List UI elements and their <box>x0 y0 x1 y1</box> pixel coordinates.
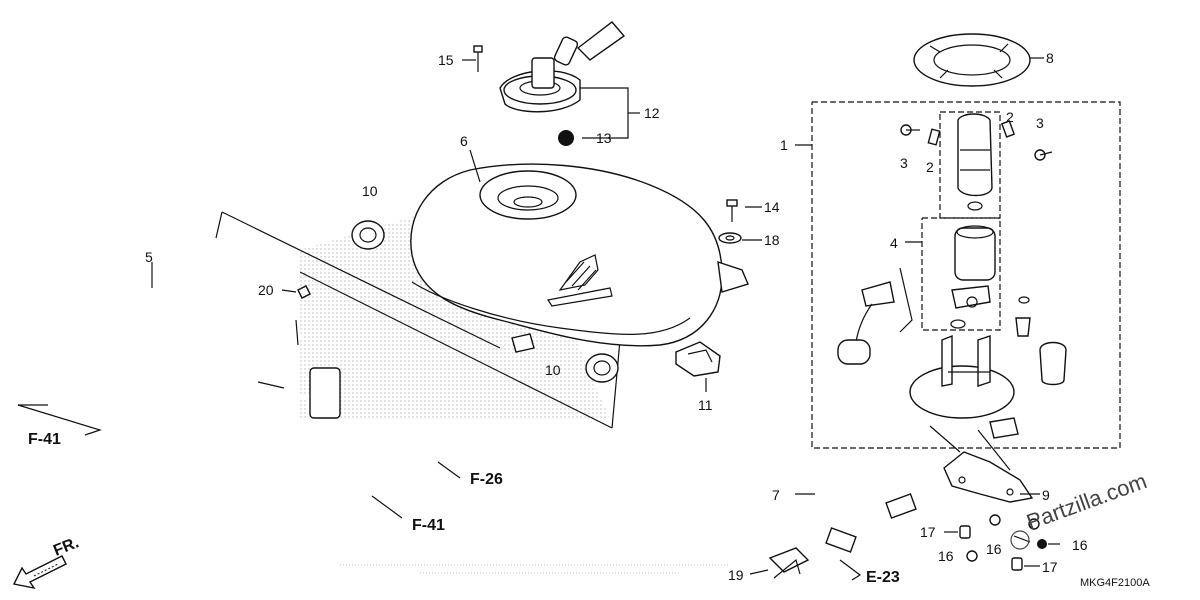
callout-3b: 3 <box>1036 115 1044 131</box>
callout-6: 6 <box>460 133 468 149</box>
bolt-17-lower[interactable] <box>1011 557 1023 571</box>
ref-f41-bottom: F-41 <box>412 517 445 534</box>
callout-16c: 16 <box>1072 537 1088 553</box>
callout-17a: 17 <box>920 524 936 540</box>
callout-10b: 10 <box>545 362 561 378</box>
fuel-hose-assembly[interactable] <box>43 264 442 581</box>
hose-clip-20[interactable] <box>297 285 311 299</box>
callout-3a: 3 <box>900 155 908 171</box>
cap-bolt[interactable] <box>473 45 483 72</box>
fuel-cap-assembly[interactable] <box>499 21 626 113</box>
fuel-tank[interactable] <box>410 163 749 353</box>
callout-4: 4 <box>890 235 898 251</box>
callout-2b: 2 <box>926 159 934 175</box>
assembly-boundary-left <box>215 211 621 429</box>
callout-12: 12 <box>644 105 660 121</box>
front-label: FR. <box>51 534 81 559</box>
harness-clamp[interactable] <box>768 547 810 579</box>
callout-7: 7 <box>772 487 780 503</box>
nut-16-right[interactable] <box>1028 518 1047 549</box>
ref-e23: E-23 <box>866 569 900 586</box>
callout-16b: 16 <box>986 541 1002 557</box>
fuel-pump-module[interactable] <box>837 113 1067 439</box>
callout-15: 15 <box>438 52 454 68</box>
callout-18: 18 <box>764 232 780 248</box>
callout-9: 9 <box>1042 487 1050 503</box>
callout-10a: 10 <box>362 183 378 199</box>
front-arrow-icon <box>12 555 67 590</box>
washer-18[interactable] <box>718 232 742 244</box>
rubber-cushion-lower[interactable] <box>585 353 619 383</box>
callout-16a: 16 <box>938 548 954 564</box>
callout-5: 5 <box>145 249 153 265</box>
reference-labels: F-41 F-26 F-41 E-23 <box>28 431 900 586</box>
ref-f41-left: F-41 <box>28 431 61 448</box>
diagram-code: MKG4F2100A <box>1080 577 1150 589</box>
fuel-pump-assembly-box <box>811 101 1121 449</box>
mounting-clip[interactable] <box>675 341 721 377</box>
pump-bracket[interactable] <box>929 425 1034 503</box>
bolt-14[interactable] <box>726 199 738 222</box>
callout-14: 14 <box>764 199 780 215</box>
callout-20: 20 <box>258 282 274 298</box>
rubber-cushion-upper[interactable] <box>351 220 385 250</box>
callout-13: 13 <box>596 130 612 146</box>
fuel-pump-subassembly-box <box>921 111 1001 331</box>
bolt-17-upper[interactable] <box>959 525 971 539</box>
callout-17b: 17 <box>1042 559 1058 575</box>
pump-mounting-ring[interactable] <box>913 33 1031 87</box>
sub-harness[interactable] <box>811 463 917 553</box>
ref-f26: F-26 <box>470 471 503 488</box>
callout-1: 1 <box>780 137 788 153</box>
front-arrow: FR. <box>12 534 81 590</box>
leader-lines <box>17 57 1060 581</box>
nut-16-mid[interactable] <box>989 514 1001 526</box>
nut-16-left[interactable] <box>966 550 978 562</box>
callout-19: 19 <box>728 567 744 583</box>
callout-11: 11 <box>698 397 713 413</box>
callout-8: 8 <box>1046 50 1054 66</box>
callout-2a: 2 <box>1006 109 1014 125</box>
cap-gasket[interactable] <box>558 130 574 146</box>
callout-labels: 1 2 2 3 3 4 5 6 7 8 9 10 10 11 12 13 14 … <box>145 50 1088 583</box>
